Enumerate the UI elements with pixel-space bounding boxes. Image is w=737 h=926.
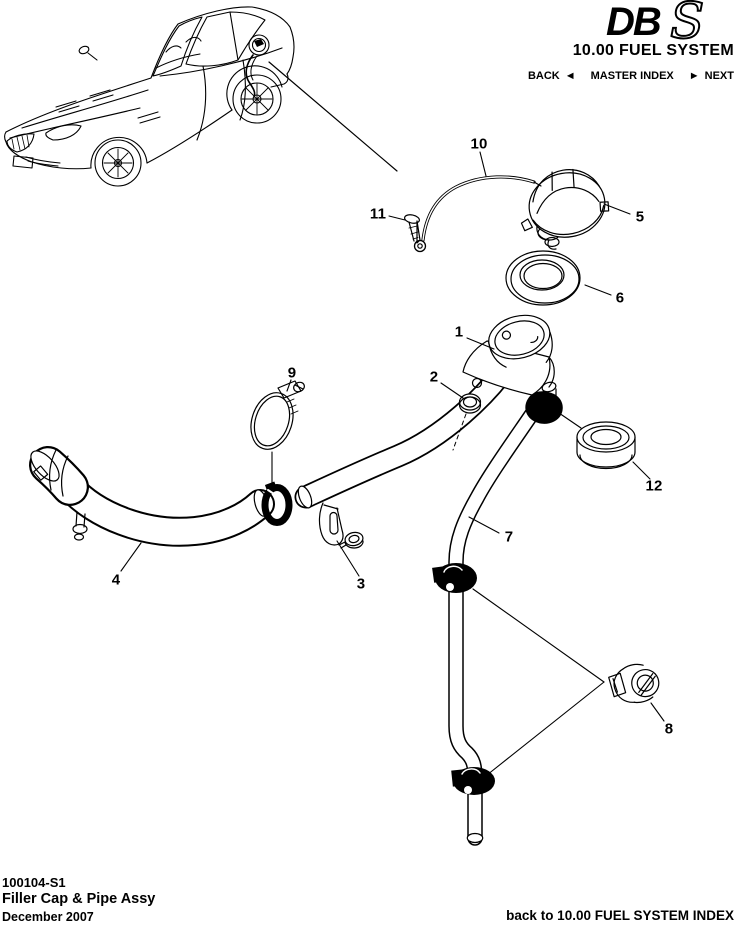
installed-clamp-ring	[261, 481, 293, 526]
section-title: 10.00 FUEL SYSTEM	[572, 42, 734, 59]
filler-hose-4	[29, 446, 275, 547]
logo-s-text: S	[670, 0, 704, 50]
car-to-diagram-leader-line	[268, 61, 398, 172]
document-number: 100104-S1	[2, 875, 66, 890]
callout-8: 8	[664, 720, 674, 738]
nav-master-index-link[interactable]: MASTER INDEX	[591, 70, 674, 82]
grommet-12	[576, 421, 636, 470]
header-nav: BACK ◄ MASTER INDEX ► NEXT	[528, 70, 734, 82]
flange-nut-2	[452, 393, 482, 451]
nav-master-index-label: MASTER INDEX	[590, 70, 674, 82]
callout-2: 2	[429, 368, 439, 386]
pipe-retaining-clip-lower	[451, 767, 495, 795]
pipe-elbow	[525, 381, 563, 424]
nav-next-label: NEXT	[704, 70, 734, 82]
callout-7: 7	[504, 528, 514, 546]
assembly-title: Filler Cap & Pipe Assy	[2, 891, 156, 907]
dbs-logo: DB S	[606, 0, 705, 51]
pipe-retaining-clip-upper	[432, 563, 477, 593]
filler-neck-assembly-1	[462, 314, 555, 396]
logo-db-text: DB	[606, 0, 661, 44]
lanyard-cable-10	[413, 175, 542, 253]
back-arrow-icon: ◄	[564, 70, 576, 82]
back-to-index-link[interactable]: back to 10.00 FUEL SYSTEM INDEX	[506, 908, 734, 923]
next-arrow-icon: ►	[688, 70, 700, 82]
retaining-screw-11	[404, 214, 421, 244]
nav-back-label: BACK	[527, 70, 560, 82]
callout-1: 1	[454, 323, 464, 341]
issue-date: December 2007	[2, 910, 94, 924]
callout-4: 4	[111, 571, 121, 589]
callout-3: 3	[356, 575, 366, 593]
callout-12: 12	[645, 477, 663, 495]
car-illustration	[3, 6, 295, 187]
filler-pipe-assembly-7	[294, 348, 548, 846]
hose-clamp-9	[250, 380, 305, 450]
filler-cap-seal-6	[505, 250, 581, 306]
support-bracket-and-bolt-3	[318, 502, 364, 549]
callout-11: 11	[369, 205, 387, 223]
callout-10: 10	[470, 135, 488, 153]
callout-9: 9	[287, 364, 297, 382]
pipe-clip-8	[608, 663, 660, 704]
callout-5: 5	[635, 208, 645, 226]
nav-back-link[interactable]: BACK ◄	[528, 70, 576, 82]
page-footer-left: 100104-S1 Filler Cap & Pipe Assy Decembe…	[2, 875, 155, 924]
callout-6: 6	[615, 289, 625, 307]
fuel-filler-cap-5	[520, 168, 610, 250]
callout-leader-lines	[120, 151, 665, 776]
nav-next-link[interactable]: ► NEXT	[689, 70, 734, 82]
page-header: DB S 10.00 FUEL SYSTEM BACK ◄ MASTER IND…	[528, 0, 734, 82]
